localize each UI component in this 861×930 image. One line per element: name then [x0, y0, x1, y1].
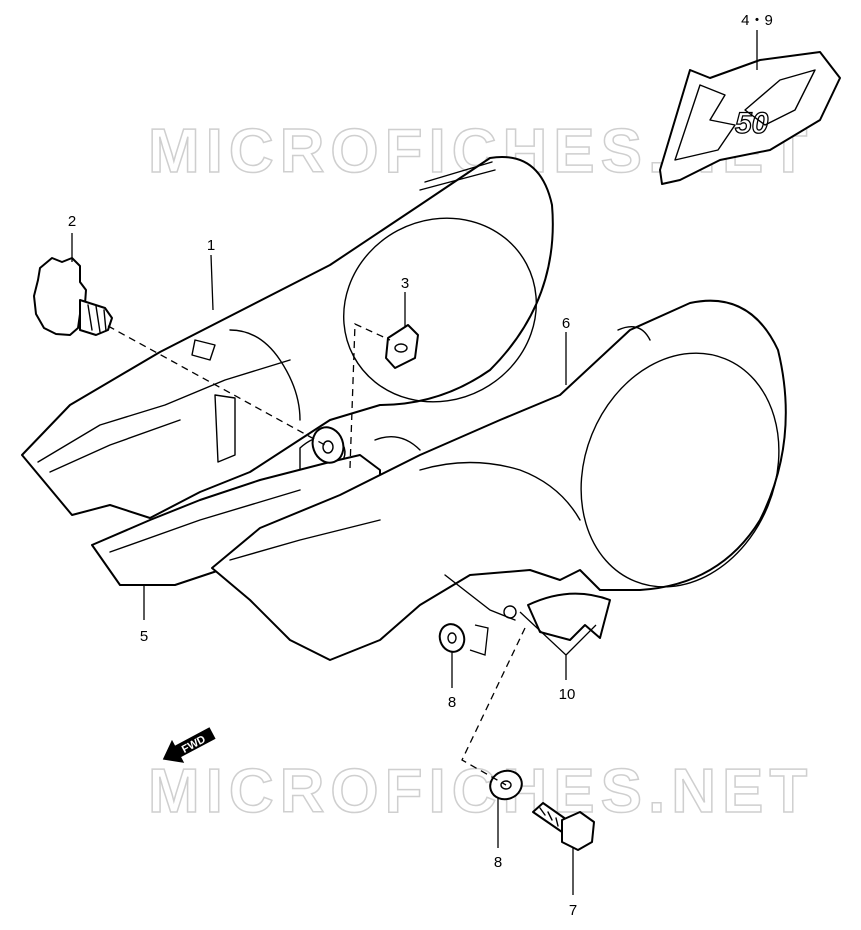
callout-3: 3: [401, 275, 409, 292]
callout-4-9: 4・9: [741, 12, 773, 29]
callout-2: 2: [68, 213, 76, 230]
fwd-label: FWD: [180, 733, 208, 755]
part-10-plate: [527, 592, 611, 641]
part-8-washer-upper: [438, 623, 466, 653]
emblem-text: 50: [735, 107, 769, 140]
part-6-chain-case: [211, 299, 787, 661]
assembly-line-bolt: [461, 627, 526, 786]
callout-1: 1: [207, 237, 215, 254]
part-3-nut: [385, 324, 419, 369]
callout-5: 5: [140, 628, 148, 645]
callout-6: 6: [562, 315, 570, 332]
callout-10: 10: [559, 686, 576, 703]
emblem-50-icon: 50: [659, 51, 841, 185]
assembly-line-nut: [349, 323, 391, 469]
leader-10: [519, 611, 597, 680]
watermark-bottom: MICROFICHES.NET: [148, 757, 813, 826]
assembly-line-washer: [469, 624, 489, 656]
callout-7: 7: [569, 902, 577, 919]
part-2-knob-bolt: [33, 257, 113, 336]
leader-1: [210, 254, 214, 311]
assembly-line-knob: [107, 325, 326, 446]
callout-8-lower: 8: [494, 854, 502, 871]
callout-8-upper: 8: [448, 694, 456, 711]
part-5-lower-cover: [91, 454, 381, 586]
part-7-flange-bolt: [532, 802, 595, 851]
washer-rear: [311, 426, 345, 464]
